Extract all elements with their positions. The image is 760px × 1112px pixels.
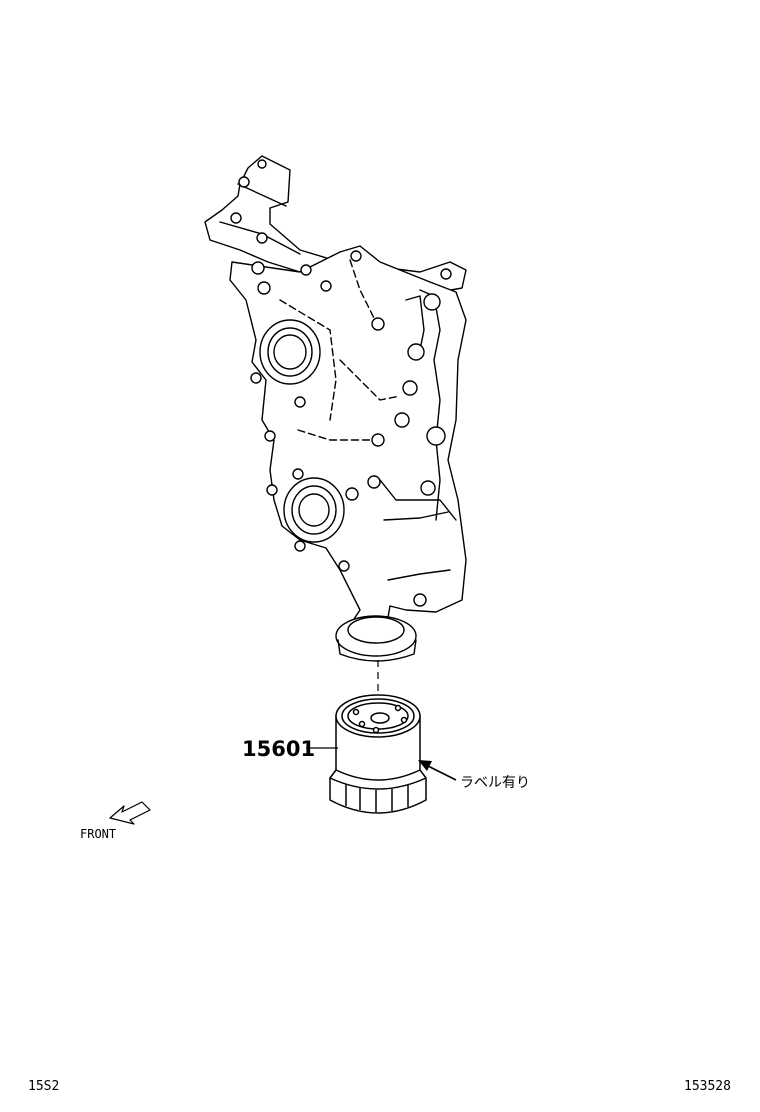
footer-left-code: 15S2 — [28, 1079, 59, 1094]
front-direction-label: FRONT — [80, 827, 116, 841]
engine-front-cover-drawing — [204, 155, 467, 662]
footer-right-code: 153528 — [684, 1079, 731, 1094]
label-arrow — [418, 760, 457, 781]
label-note: ラベル有り — [460, 775, 530, 791]
oil-filter-drawing — [329, 694, 427, 814]
part-number-label: 15601 — [242, 737, 315, 761]
front-arrow-icon — [109, 801, 151, 825]
